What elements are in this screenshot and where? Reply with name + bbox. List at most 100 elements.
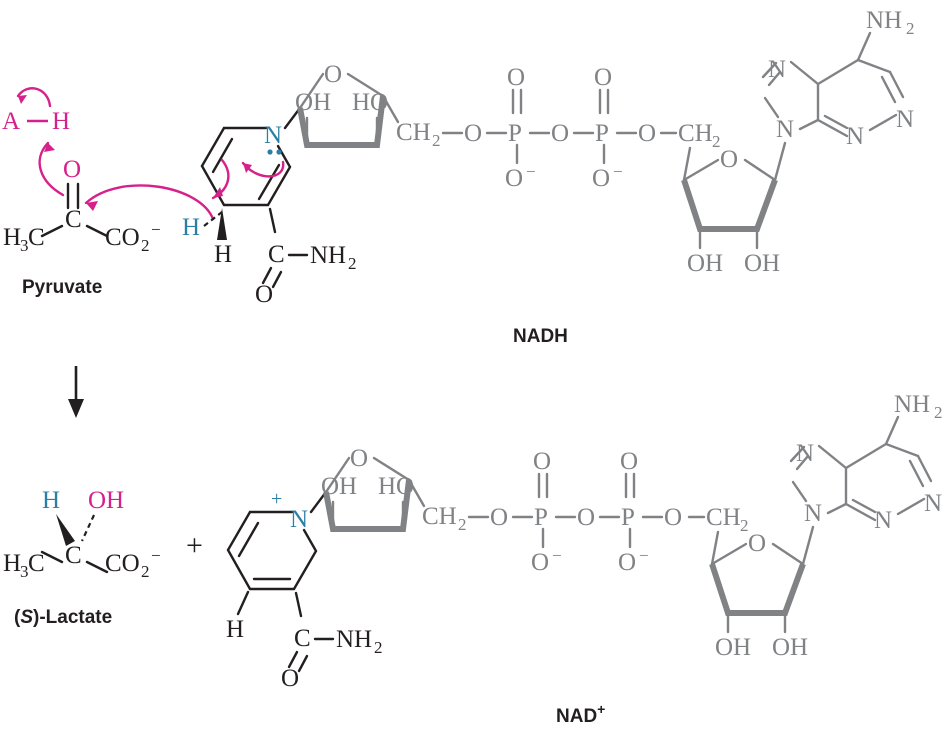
lactate-label: (S)-Lactate — [14, 607, 112, 628]
nadh-nicotinamide-ribose: O OH HO CH 2 — [283, 61, 441, 150]
nadh-adenine-n7: N — [768, 56, 786, 83]
reaction-arrow — [68, 366, 84, 418]
nadplus-amide-oxygen: O — [281, 665, 299, 692]
nadplus-adenine-nh2: NH — [894, 391, 930, 418]
lactate-methyl-h: H — [3, 550, 21, 577]
lactate-label-stereo: S — [20, 607, 33, 628]
nadplus-pyridinium-ring: N + H C O NH 2 — [226, 488, 383, 692]
pyruvate-carboxylate: CO — [105, 224, 140, 251]
nadh-adenine-n1: N — [896, 106, 914, 133]
pyruvate-methyl-h: H — [3, 224, 21, 251]
nadh-pyrophosphate: O P O O − O P O O − O — [441, 64, 678, 192]
lactate-oh-pink: OH — [88, 487, 124, 514]
nadplus-amide-nitrogen-subscript: 2 — [374, 638, 383, 657]
nadh-c4-h-wedge — [217, 208, 227, 240]
nadplus-amide-nitrogen: NH — [336, 626, 372, 653]
nadh-ribose-ring-oxygen: O — [324, 61, 342, 88]
product-plus-sign: + — [186, 529, 203, 562]
nadh-amide-oxygen: O — [255, 281, 273, 308]
nadh-adenosine-ring-oxygen: O — [720, 146, 738, 173]
nadh-p1-double-oxygen: O — [507, 64, 525, 91]
nadplus-ribose-oh-right: HO — [378, 473, 414, 500]
nadplus-p1-minus-charge: − — [552, 546, 562, 565]
nadh-adenosine-ch2-subscript: 2 — [712, 132, 721, 151]
lactate-label-suffix: )-Lactate — [33, 607, 112, 628]
nadplus-adenosine-ring-oxygen: O — [748, 530, 766, 557]
lactate-central-carbon: C — [65, 542, 82, 569]
pyruvate-carboxylate-subscript: 2 — [141, 236, 150, 255]
nadplus-ring-nitrogen-charge: + — [271, 488, 282, 510]
nadh-p2-double-oxygen: O — [594, 64, 612, 91]
nadh-adenine-n9: N — [776, 116, 794, 143]
nadplus-phosphorus-1: P — [534, 504, 548, 531]
nadh-p2-minus-charge: − — [613, 162, 623, 181]
arrowhead-ring-to-c4 — [213, 187, 223, 198]
nadh-ring-nitrogen: N — [264, 122, 282, 149]
nadplus-p1-minus-oxygen: O — [531, 549, 549, 576]
nadplus-label: NAD+ — [556, 701, 605, 727]
nadplus-nicotinamide-ribose: O OH HO CH 2 — [309, 445, 467, 534]
lactate-carboxylate: CO — [105, 550, 140, 577]
pyruvate-label: Pyruvate — [22, 277, 102, 298]
arrow-n-lone-pair-to-ring — [241, 160, 285, 178]
acid-ah-group: A H — [2, 108, 70, 135]
pyruvate-structure: O C H 3 C CO 2 − — [3, 156, 161, 255]
nadh-ribose-oh-left: OH — [295, 89, 331, 116]
nadplus-ribose-ring-oxygen: O — [350, 445, 368, 472]
nadplus-p2-minus-oxygen: O — [618, 549, 636, 576]
nadplus-adenine-n7: N — [796, 440, 814, 467]
lone-pair-dot-right — [276, 149, 282, 155]
nadh-nicotinamide-ring: N H H C O NH 2 — [182, 122, 357, 308]
nadplus-ribose-ch2-subscript: 2 — [458, 515, 467, 534]
nadh-ribose-ch2-subscript: 2 — [432, 131, 441, 150]
nadh-amide-nitrogen: NH — [310, 242, 346, 269]
nadplus-p2-double-oxygen: O — [620, 448, 638, 475]
pyruvate-methyl-carbon: C — [28, 224, 45, 251]
nadplus-o-bridge-1: O — [490, 504, 508, 531]
lactate-structure: H OH C H 3 C CO 2 − — [3, 487, 161, 581]
nadplus-adenine-n1: N — [924, 490, 942, 517]
nadh-adenosine-oh-left: OH — [687, 250, 723, 277]
nadh-p1-minus-charge: − — [526, 162, 536, 181]
nadh-adenine-nh2: NH — [866, 7, 902, 34]
nadplus-ring-nitrogen: N — [290, 506, 308, 533]
lactate-h-blue: H — [42, 487, 60, 514]
nadh-c4-hydride-blue: H — [182, 214, 200, 241]
nadplus-pyrophosphate: O P O O − O P O O − O — [467, 448, 706, 576]
arrowhead-hydride — [86, 201, 98, 211]
nadplus-label-charge: + — [597, 701, 605, 717]
pyruvate-carbonyl-carbon: C — [65, 206, 82, 233]
pyruvate-carbonyl-oxygen: O — [63, 156, 81, 183]
arrow-hydride-to-carbonyl-c — [84, 184, 215, 221]
nadplus-p2-minus-charge: − — [639, 546, 649, 565]
arrow-ah-to-a — [16, 87, 52, 108]
arrow-ring-double-bond-to-c4 — [211, 158, 230, 200]
nadh-o-bridge-3: O — [638, 120, 656, 147]
reaction-arrowhead — [68, 399, 84, 418]
nadplus-adenosine-ch2-subscript: 2 — [740, 516, 749, 535]
nadplus-adenine-n9: N — [804, 500, 822, 527]
nadh-adenine-n3: N — [846, 123, 864, 150]
lactate-methyl-subscript: 3 — [20, 562, 29, 581]
nadplus-o-bridge-3: O — [664, 504, 682, 531]
nadh-adenosine: CH 2 O OH OH N N N N NH — [678, 7, 915, 277]
acid-a-label: A — [2, 108, 20, 135]
lactate-carboxylate-subscript: 2 — [141, 562, 150, 581]
lactate-carboxylate-charge: − — [151, 546, 161, 565]
nadh-adenosine-ch2: CH — [678, 120, 713, 147]
nadplus-o-bridge-2: O — [577, 504, 595, 531]
arrowhead-o-to-h — [44, 143, 55, 152]
nadh-p1-minus-oxygen: O — [505, 165, 523, 192]
nadplus-adenosine-oh-left: OH — [715, 634, 751, 661]
nadplus-adenine-n3: N — [874, 507, 892, 534]
arrowhead-ah-to-a — [18, 95, 27, 104]
nadplus-p1-double-oxygen: O — [533, 448, 551, 475]
nadplus-adenine-nh2-subscript: 2 — [934, 403, 943, 422]
arrow-carbonyl-o-to-h — [38, 141, 65, 197]
nadh-amide-nitrogen-subscript: 2 — [348, 254, 357, 273]
nadplus-label-text: NAD — [556, 706, 597, 727]
svg-text:(S)-Lactate: (S)-Lactate — [14, 607, 112, 628]
nadh-ribose-oh-right: HO — [352, 89, 388, 116]
